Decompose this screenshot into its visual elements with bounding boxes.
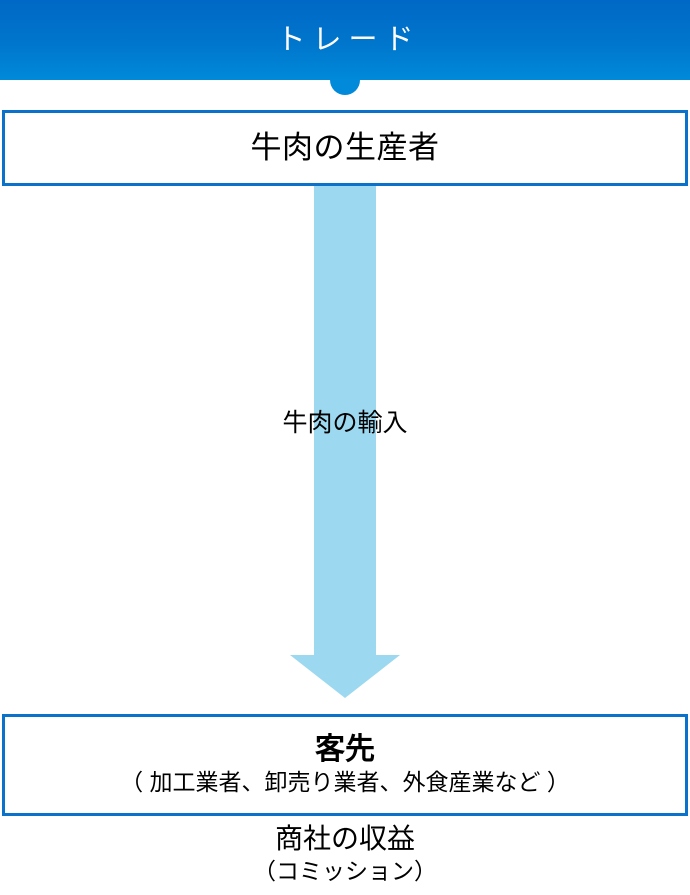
page-title: トレード bbox=[276, 23, 421, 56]
header-banner bbox=[0, 0, 690, 80]
footer-caption: 商社の収益 （コミッション） bbox=[0, 822, 690, 885]
flow-arrow-down-icon bbox=[290, 186, 400, 698]
node-customer-subtitle: （ 加工業者、卸売り業者、外食産業など ） bbox=[120, 769, 570, 796]
arrow-head bbox=[290, 655, 400, 698]
arrow-shaft bbox=[314, 186, 376, 656]
node-customer-title: 客先 bbox=[315, 732, 375, 766]
footer-commission-label: （コミッション） bbox=[253, 857, 437, 884]
node-producer: 牛肉の生産者 bbox=[2, 110, 688, 186]
node-customer: 客先 （ 加工業者、卸売り業者、外食産業など ） bbox=[2, 714, 688, 816]
node-producer-title: 牛肉の生産者 bbox=[250, 129, 440, 165]
header-notch-indicator bbox=[330, 80, 360, 95]
flow-arrow-label: 牛肉の輸入 bbox=[282, 409, 408, 437]
footer-revenue-label: 商社の収益 bbox=[274, 823, 415, 854]
